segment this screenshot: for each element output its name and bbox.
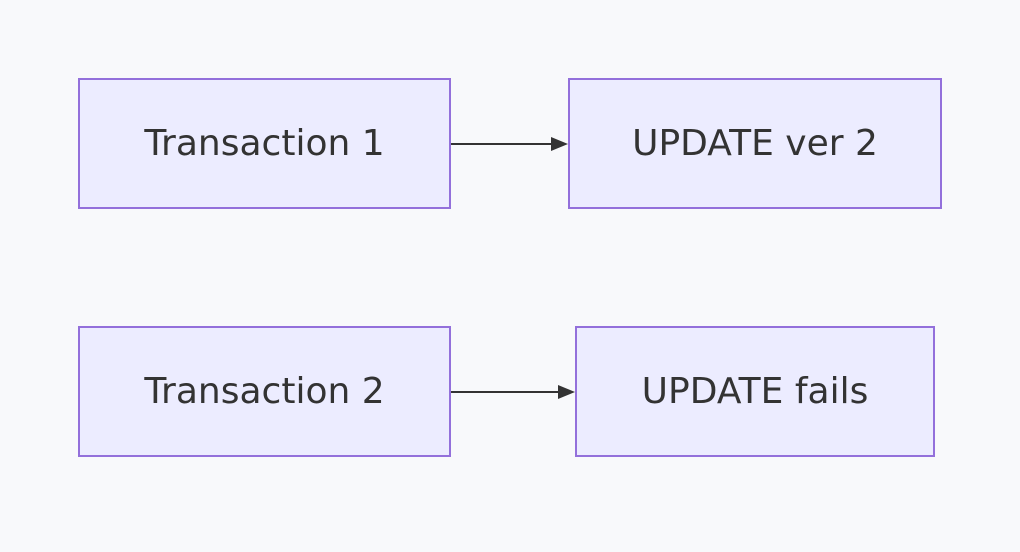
edge-transaction-2-to-update-fails (451, 385, 575, 399)
node-update-ver-2: UPDATE ver 2 (568, 78, 942, 209)
node-label: Transaction 2 (144, 370, 385, 412)
edge-2-arrowhead (558, 385, 575, 399)
node-update-fails: UPDATE fails (575, 326, 935, 457)
node-label: UPDATE ver 2 (632, 122, 878, 164)
edge-transaction-1-to-update-ver-2 (451, 137, 568, 151)
node-label: UPDATE fails (641, 370, 869, 412)
node-label: Transaction 1 (144, 122, 385, 164)
node-transaction-1: Transaction 1 (78, 78, 451, 209)
edge-1-arrowhead (551, 137, 568, 151)
node-transaction-2: Transaction 2 (78, 326, 451, 457)
